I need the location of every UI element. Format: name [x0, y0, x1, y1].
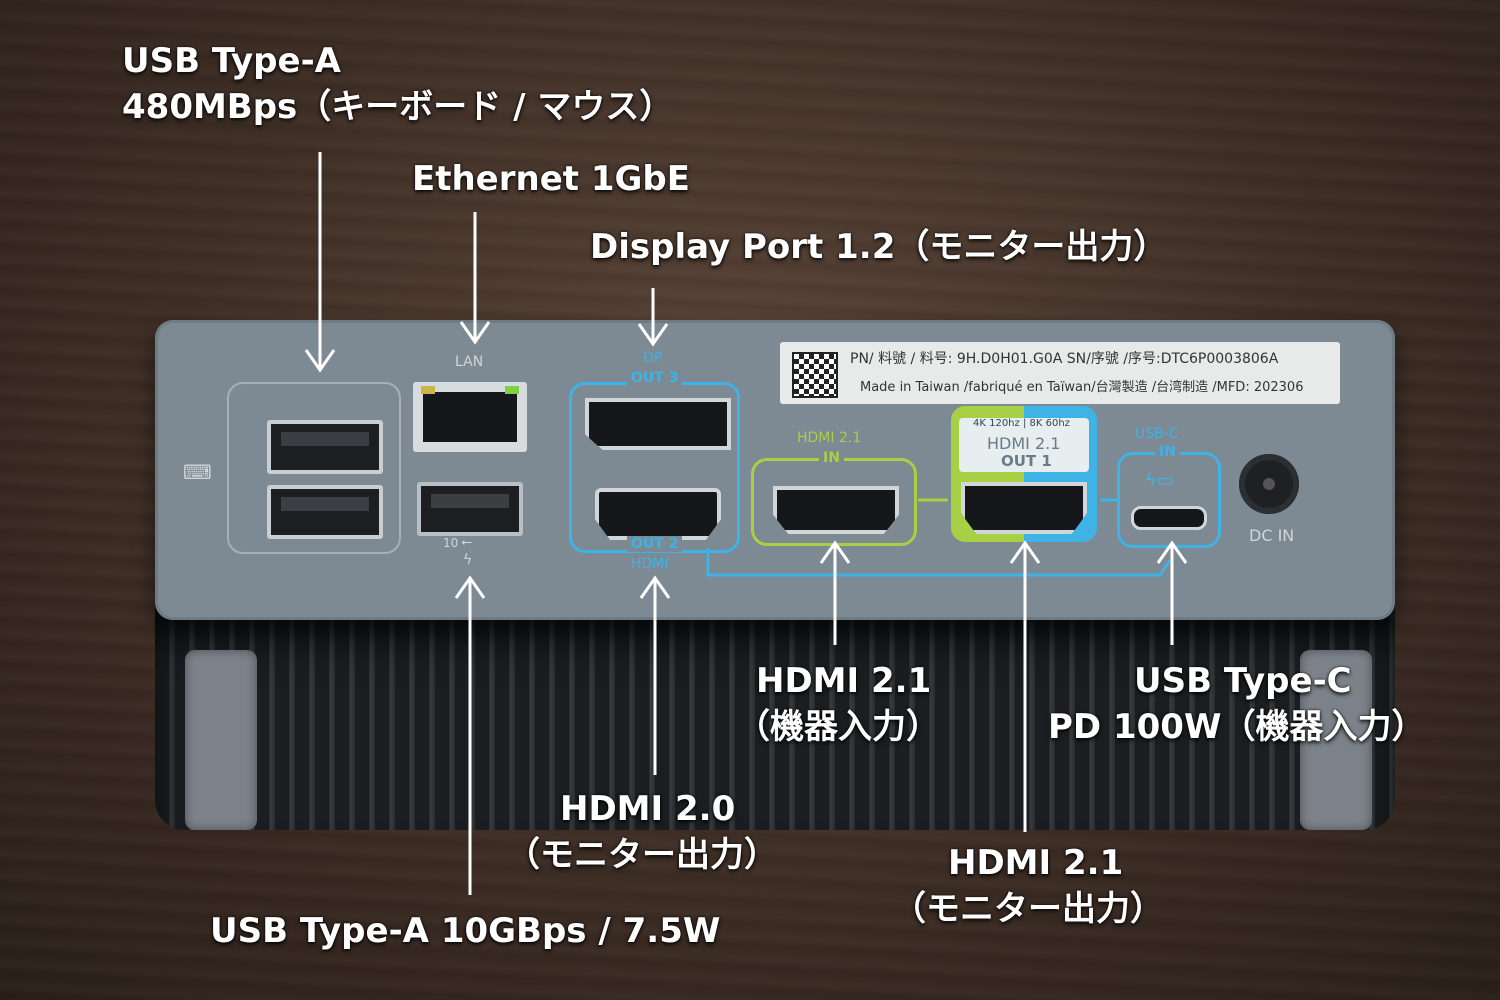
dc-in-label: DC IN — [1249, 526, 1295, 545]
label-hdmi-in-line2: （機器入力） — [736, 707, 940, 747]
label-ethernet: Ethernet 1GbE — [412, 159, 690, 199]
label-hdmi21-out-line1: HDMI 2.1 — [948, 843, 1124, 883]
usbc-title: USB-C — [1135, 426, 1179, 442]
dc-in-jack[interactable] — [1239, 454, 1299, 514]
keyboard-mouse-icon: ⌨ — [183, 460, 212, 484]
ethernet-port[interactable] — [413, 382, 527, 452]
product-sticker: PN/ 料號 / 料号: 9H.D0H01.G0A SN/序號 /序号:DTC6… — [780, 342, 1340, 404]
white-callout-lines — [304, 152, 1188, 895]
label-usb-a-slow-line1: USB Type-A — [122, 41, 341, 81]
hdmi-label: HDMI — [631, 556, 669, 572]
usb-speed-label: 10 — [443, 536, 459, 550]
rubber-foot-left — [185, 650, 257, 830]
charging-bolt-icon: ϟ — [463, 552, 473, 568]
keyboard-mouse-group-outline — [227, 382, 401, 554]
qr-code-icon — [792, 352, 838, 398]
hdmi-2-1-out-port[interactable] — [961, 482, 1087, 534]
lan-label: LAN — [455, 354, 484, 370]
hdmi-out1-spec: 4K 120hz | 8K 60hz — [973, 418, 1070, 429]
label-hdmi20-line2: （モニター出力） — [506, 835, 778, 875]
label-hdmi-in-line1: HDMI 2.1 — [756, 661, 932, 701]
sticker-line-1: PN/ 料號 / 料号: 9H.D0H01.G0A SN/序號 /序号:DTC6… — [850, 351, 1279, 367]
docking-station: PN/ 料號 / 料号: 9H.D0H01.G0A SN/序號 /序号:DTC6… — [155, 320, 1395, 830]
heatsink-fins — [155, 600, 1395, 830]
rear-port-panel: PN/ 料號 / 料号: 9H.D0H01.G0A SN/序號 /序号:DTC6… — [155, 320, 1395, 620]
hdmi-out1-title: HDMI 2.1 — [987, 434, 1061, 453]
usb-c-port[interactable] — [1131, 506, 1207, 530]
label-hdmi21-out-line2: （モニター出力） — [892, 889, 1164, 929]
label-usb-a-slow-line2: 480MBps（キーボード / マウス） — [122, 87, 674, 127]
displayport-port[interactable] — [585, 398, 731, 450]
sticker-line-2: Made in Taiwan /fabriqué en Taïwan/台灣製造 … — [860, 380, 1304, 395]
dp-label: DP — [643, 350, 663, 366]
out3-label: OUT 3 — [627, 370, 683, 386]
label-usbc-line1: USB Type-C — [1134, 661, 1352, 701]
label-displayport: Display Port 1.2（モニター出力） — [590, 227, 1168, 267]
label-usbc-line2: PD 100W（機器入力） — [1048, 707, 1426, 747]
signal-route-lines — [706, 498, 1172, 577]
rubber-foot-right — [1300, 650, 1372, 830]
hdmi-out1-sub: OUT 1 — [1001, 452, 1052, 470]
usb-a-port-1[interactable] — [267, 420, 383, 474]
hdmi-2-1-in-port[interactable] — [773, 486, 899, 534]
laptop-power-icon: ϟ▭ — [1145, 470, 1174, 491]
usb-a-port-2[interactable] — [267, 485, 383, 539]
hdmi-in-title: HDMI 2.1 — [797, 430, 862, 446]
hdmi-in-sub: IN — [819, 450, 844, 466]
usbc-sub: IN — [1155, 444, 1180, 460]
usb-a-10gbps-port[interactable] — [417, 482, 523, 536]
label-hdmi20-line1: HDMI 2.0 — [560, 789, 736, 829]
label-usb-a-fast: USB Type-A 10GBps / 7.5W — [210, 911, 721, 951]
out2-label: OUT 2 — [627, 536, 683, 552]
usb-trident-icon: ⭠ — [461, 534, 473, 550]
